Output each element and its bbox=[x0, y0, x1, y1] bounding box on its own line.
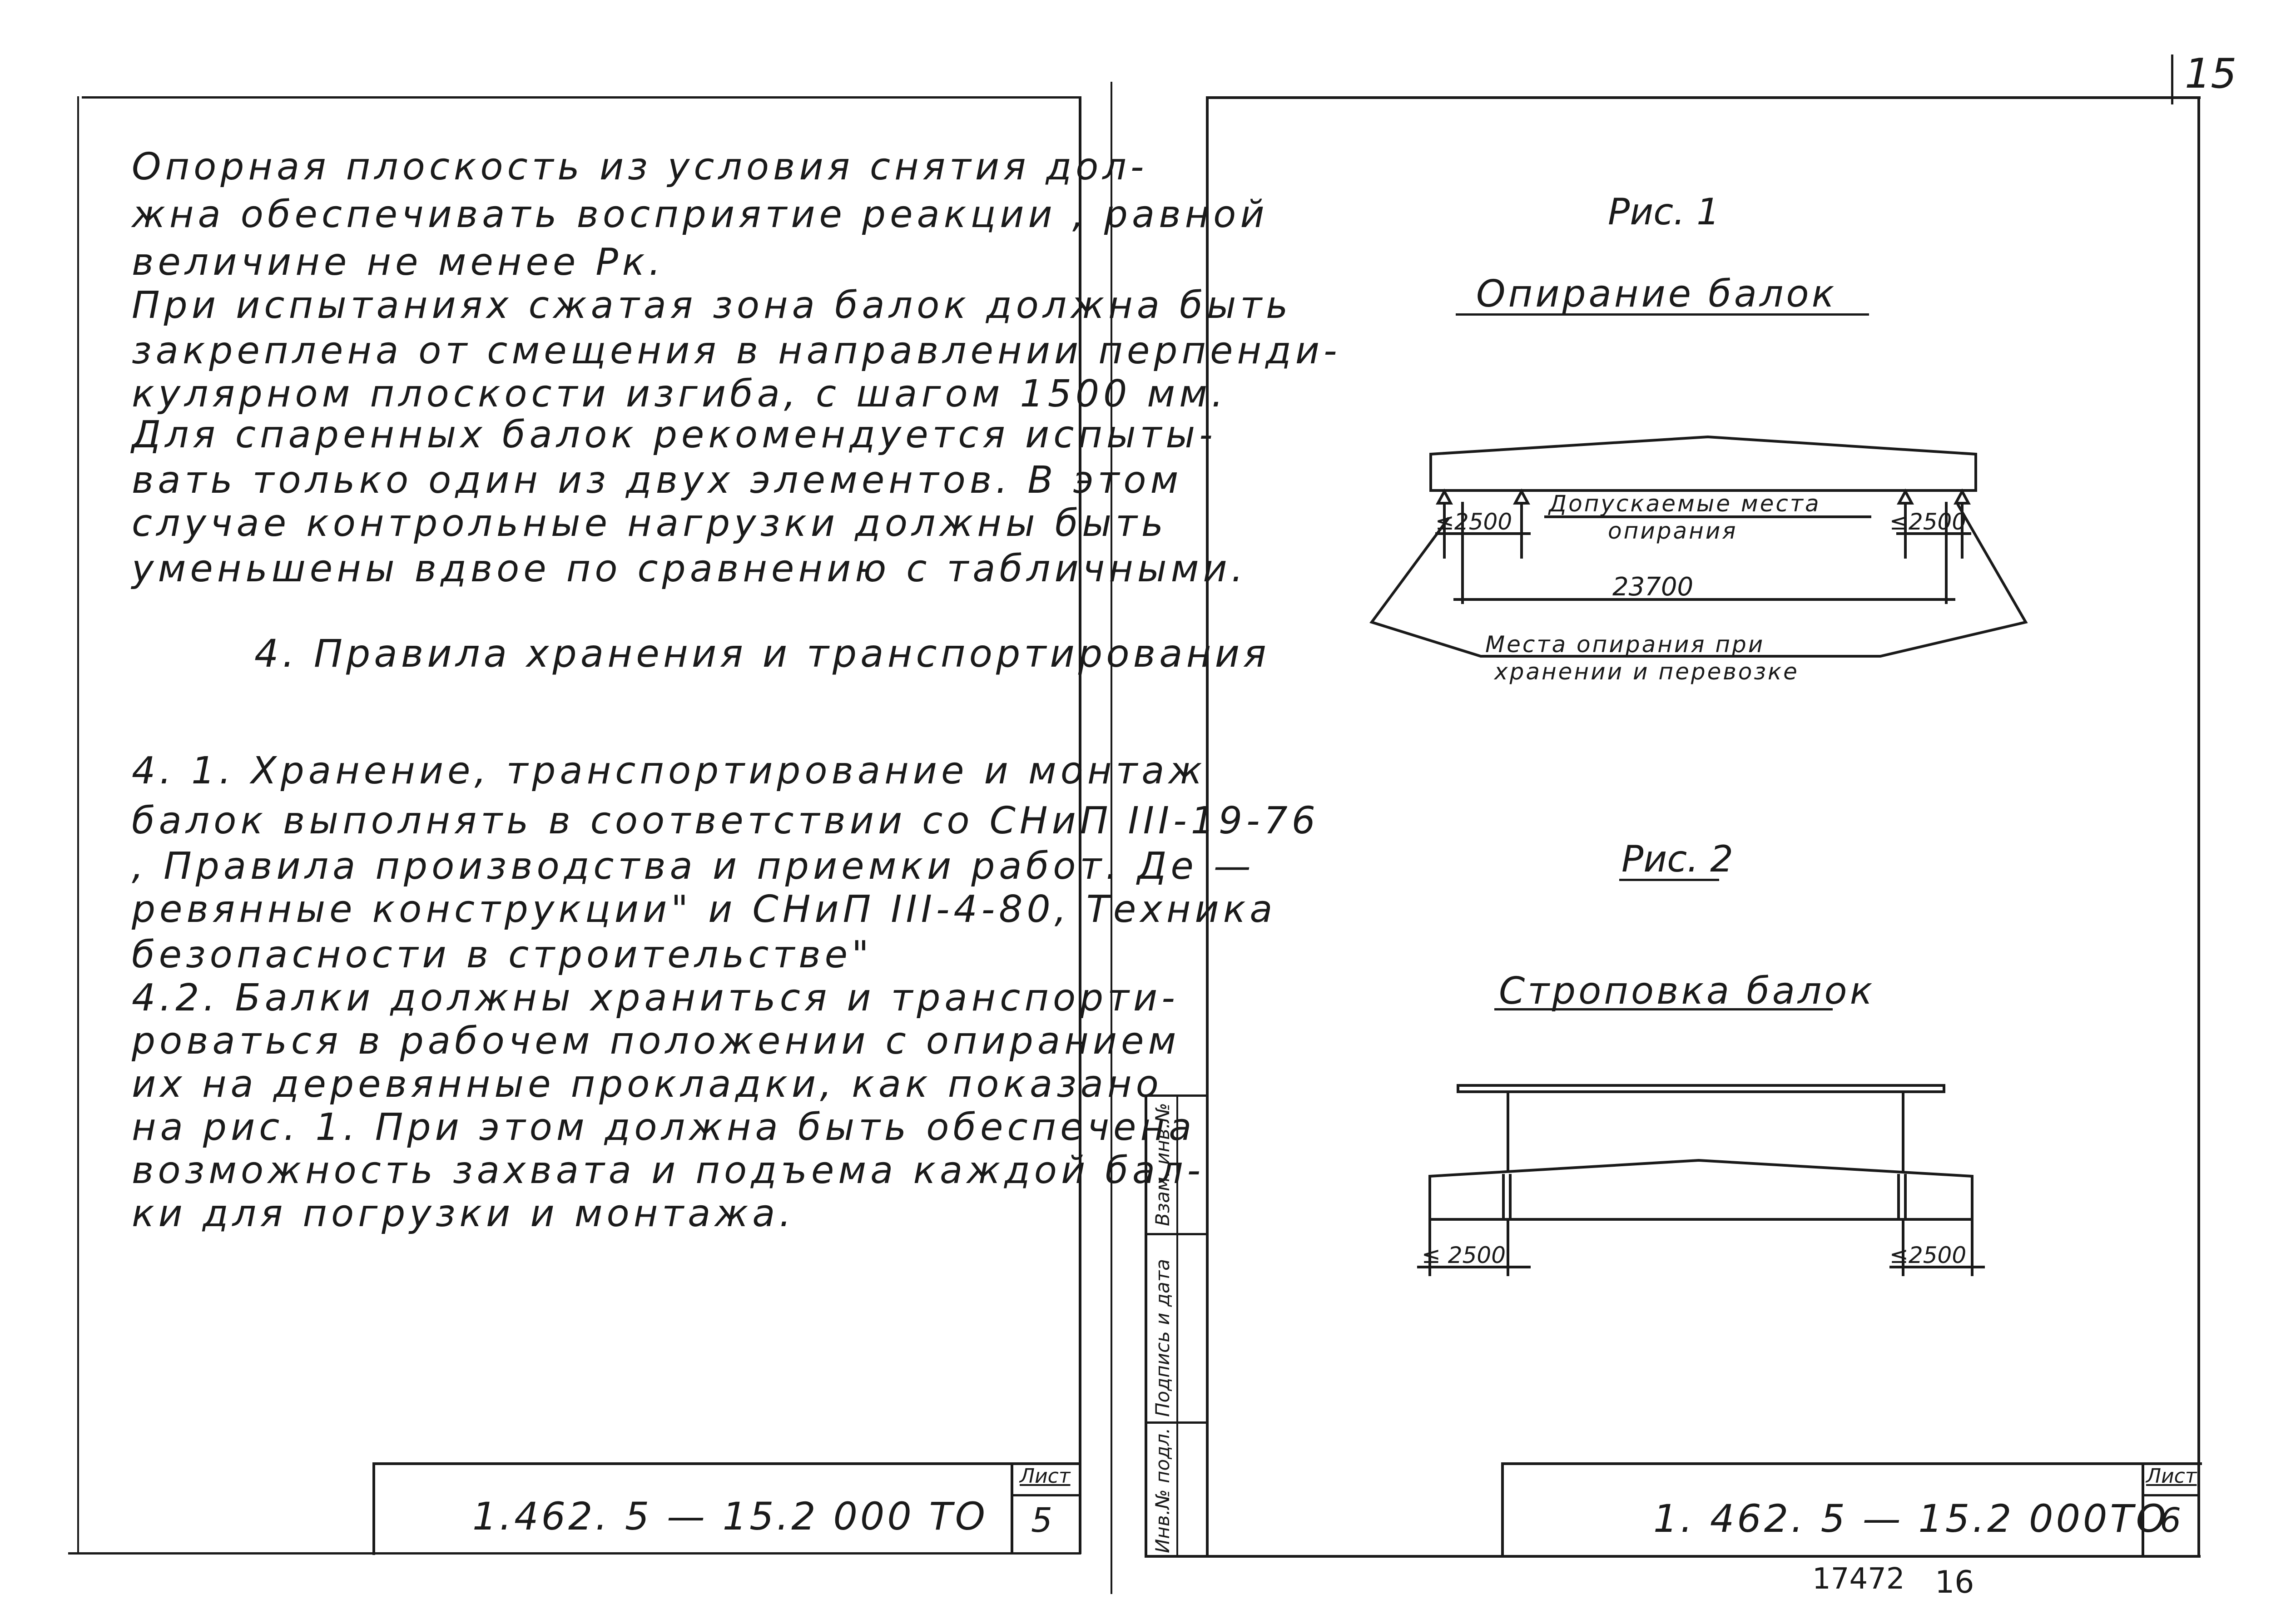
page-number: 15 bbox=[2185, 50, 2237, 98]
fig1-title: Опирание балок bbox=[1476, 272, 1837, 316]
left-frame-top bbox=[82, 96, 1081, 99]
paragraph-line: Для спаренных балок рекомендуется испыты… bbox=[132, 413, 1217, 456]
left-title-block bbox=[372, 1462, 1081, 1555]
clause-line: ки для погрузки и монтажа. bbox=[132, 1192, 795, 1235]
paragraph-line: уменьшены вдвое по сравнению с табличным… bbox=[132, 547, 1247, 590]
right-sheet-label: Лист bbox=[2146, 1465, 2197, 1488]
clause-line: на рис. 1. При этом должна быть обеспече… bbox=[132, 1106, 1196, 1149]
fig2-spreader-bar bbox=[1457, 1084, 1945, 1093]
support-triangle bbox=[1896, 488, 1914, 505]
fig1-span: 23700 bbox=[1612, 572, 1694, 602]
center-fold bbox=[1111, 82, 1112, 1594]
right-frame-bottom bbox=[1145, 1555, 2201, 1558]
paragraph-line: величине не менее Рк. bbox=[132, 241, 665, 284]
right-frame-right bbox=[2197, 96, 2200, 1558]
side-label-inventory: Инв.№ подл. bbox=[1151, 1427, 1174, 1553]
left-sheet-label: Лист bbox=[1020, 1465, 1071, 1488]
section-title: 4. Правила хранения и транспортирования bbox=[254, 631, 1270, 676]
clause-line: балок выполнять в соответствии со СНиП I… bbox=[132, 799, 1319, 842]
footer-page: 16 bbox=[1935, 1565, 1974, 1600]
paragraph-line: закреплена от смещения в направлении пер… bbox=[132, 329, 1341, 372]
fig1-label: Рис. 1 bbox=[1608, 191, 1720, 233]
support-triangle bbox=[1512, 488, 1531, 505]
support-triangle bbox=[1953, 488, 1971, 505]
paragraph-line: случае контрольные нагрузки должны быть bbox=[132, 502, 1168, 545]
right-title-block bbox=[1501, 1462, 2202, 1558]
clause-line: 4.2. Балки должны храниться и транспорти… bbox=[132, 976, 1179, 1020]
fig1-beam bbox=[1429, 435, 1977, 492]
clause-line: 4. 1. Хранение, транспортирование и монт… bbox=[132, 749, 1206, 792]
fig1-allowed-note-2: опирания bbox=[1608, 518, 1738, 544]
left-drawing-code: 1.462. 5 — 15.2 000 ТО bbox=[472, 1494, 988, 1539]
clause-line: безопасности в строительстве" bbox=[132, 933, 873, 976]
right-frame-top bbox=[1206, 96, 2201, 99]
fig2-dim-right: ≤2500 bbox=[1889, 1242, 1967, 1268]
left-frame-left bbox=[77, 96, 79, 1554]
left-frame-right bbox=[1079, 96, 1081, 1554]
fig1-dim-right: ≤2500 bbox=[1889, 509, 1967, 535]
fig2-label: Рис. 2 bbox=[1621, 838, 1733, 880]
paragraph-line: При испытаниях сжатая зона балок должна … bbox=[132, 284, 1292, 327]
fig1-dim-left: ≤2500 bbox=[1435, 509, 1512, 535]
side-label-signature: Подпись и дата bbox=[1151, 1259, 1174, 1417]
paragraph-line: вать только один из двух элементов. В эт… bbox=[132, 459, 1183, 502]
clause-line: , Правила производства и приемки работ. … bbox=[132, 845, 1255, 888]
fig2-dim-left: ≤ 2500 bbox=[1422, 1242, 1506, 1268]
clause-line: ревянные конструкции" и СНиП III-4-80, Т… bbox=[132, 888, 1277, 931]
clause-line: роваться в рабочем положении с опиранием bbox=[132, 1020, 1180, 1063]
right-frame-left bbox=[1206, 96, 1209, 1558]
left-sheet-number: 5 bbox=[1031, 1501, 1053, 1540]
left-frame-bottom bbox=[68, 1552, 1081, 1555]
fig1-drawing bbox=[1369, 435, 2028, 658]
fig2-title: Строповка балок bbox=[1499, 970, 1875, 1013]
paragraph-line: жна обеспечивать восприятие реакции , ра… bbox=[132, 193, 1269, 236]
archive-number: 17472 bbox=[1812, 1562, 1905, 1596]
fig2-drawing bbox=[1417, 1084, 1985, 1276]
support-triangle bbox=[1435, 488, 1453, 505]
right-drawing-code: 1. 462. 5 — 15.2 000ТО bbox=[1653, 1496, 2169, 1541]
paragraph-line: кулярном плоскости изгиба, с шагом 1500 … bbox=[132, 372, 1228, 416]
side-label-replacement: Взам. инв.№ bbox=[1151, 1103, 1174, 1226]
clause-line: их на деревянные прокладки, как показано bbox=[132, 1063, 1163, 1106]
right-sheet-number: 6 bbox=[2160, 1501, 2182, 1540]
clause-line: возможность захвата и подъема каждой бал… bbox=[132, 1149, 1205, 1192]
fig1-allowed-note-1: Допускаемые места bbox=[1549, 490, 1821, 517]
paragraph-line: Опорная плоскость из условия снятия дол- bbox=[132, 145, 1148, 188]
fig1-storage-note-1: Места опирания при bbox=[1485, 631, 1765, 658]
fig1-storage-note-2: хранении и перевозке bbox=[1494, 659, 1799, 685]
fig2-beam bbox=[1428, 1159, 1973, 1221]
